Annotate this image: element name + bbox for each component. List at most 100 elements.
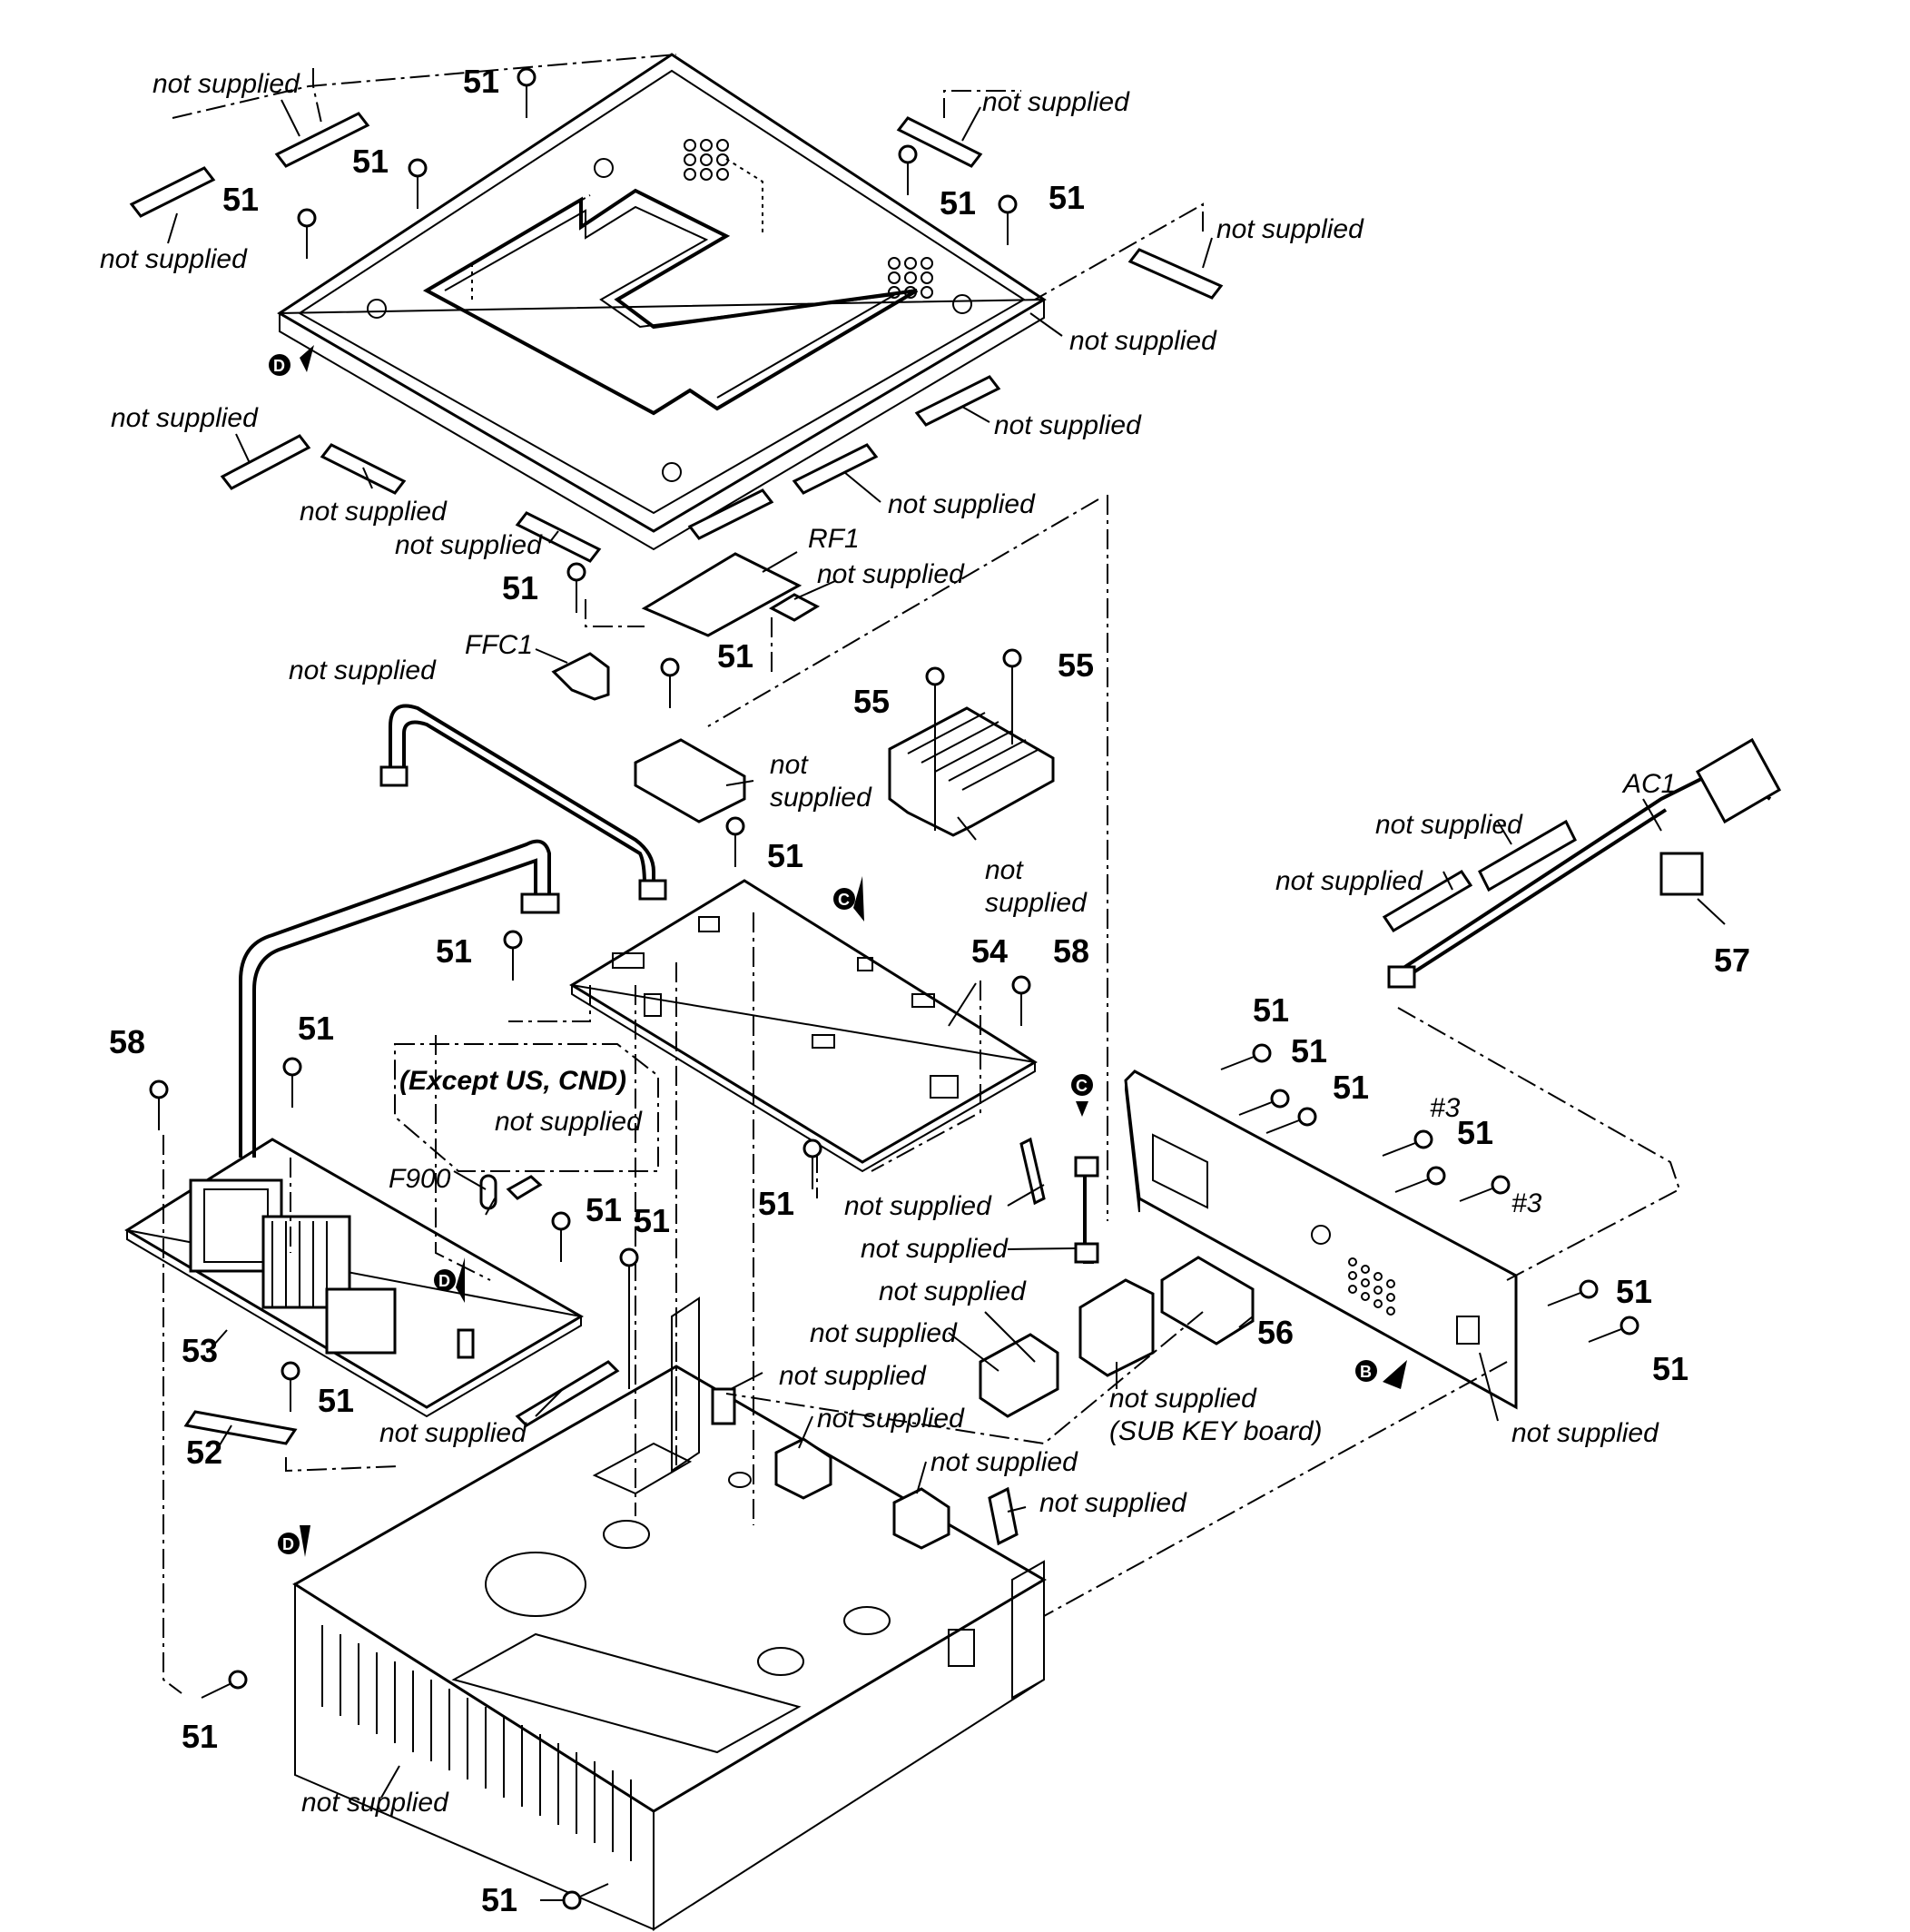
screw-icon xyxy=(282,1057,302,1108)
label-not-supplied: not supplied xyxy=(395,530,543,560)
label-not-supplied: not supplied xyxy=(930,1447,1078,1477)
label-ac1: AC1 xyxy=(1621,769,1676,799)
label-hash3: #3 xyxy=(1430,1093,1461,1123)
screw-icon xyxy=(517,67,537,118)
screw-icon xyxy=(149,1079,169,1130)
part-number: 52 xyxy=(186,1434,222,1471)
clip-2 xyxy=(774,1437,832,1500)
part-number: 51 xyxy=(481,1881,517,1918)
label-not-supplied: not supplied xyxy=(844,1191,992,1221)
sub-key-board xyxy=(1078,1278,1155,1377)
part-number: 51 xyxy=(318,1382,354,1419)
screw-icon xyxy=(1547,1279,1599,1306)
screw-icon xyxy=(1238,1089,1290,1116)
screw-icon xyxy=(998,194,1018,245)
label-sub-key-board: (SUB KEY board) xyxy=(1109,1416,1323,1446)
screw-icon xyxy=(201,1670,248,1699)
screw-icon xyxy=(1011,975,1031,1026)
screw-icon xyxy=(619,1247,639,1389)
part-number: 51 xyxy=(436,932,472,970)
rf1-board xyxy=(641,552,802,637)
part-number: 51 xyxy=(298,1010,334,1047)
label-not-supplied: not supplied xyxy=(111,403,259,433)
heatsink-55 xyxy=(888,706,1055,837)
part-number: 51 xyxy=(502,569,538,606)
small-pad xyxy=(768,593,821,622)
label-not-supplied: not supplied xyxy=(1216,214,1364,244)
ref-marker-label: C xyxy=(838,891,850,909)
part-number: 51 xyxy=(352,143,389,180)
screw-icon xyxy=(1002,648,1022,699)
part-number: 58 xyxy=(1053,932,1089,970)
label-not-supplied: not supplied xyxy=(779,1361,927,1391)
part-number: 51 xyxy=(940,184,976,222)
label-not-supplied: not supplied xyxy=(1069,326,1217,356)
clip-3 xyxy=(892,1487,950,1550)
part-number: 51 xyxy=(758,1185,794,1222)
screw-icon xyxy=(1588,1316,1639,1343)
part-number: 51 xyxy=(1616,1273,1652,1310)
label-not-supplied: not supplied xyxy=(300,497,448,527)
screw-icon xyxy=(503,930,523,981)
screw-icon xyxy=(562,1883,609,1910)
leader-lines xyxy=(167,99,1726,1901)
label-except-us-cnd: (Except US, CND) xyxy=(399,1066,626,1096)
part-number: 51 xyxy=(222,181,259,218)
label-supplied: supplied xyxy=(985,888,1088,918)
ref-marker-d-chassis: D xyxy=(278,1525,310,1557)
part-number: 51 xyxy=(717,637,753,675)
part-number: 51 xyxy=(1291,1032,1327,1070)
screw-icon xyxy=(297,208,317,259)
screw-icon xyxy=(566,562,586,613)
screw-icon xyxy=(725,816,745,867)
power-board-53 xyxy=(124,1138,584,1418)
rear-vents xyxy=(1348,1257,1395,1316)
label-not-supplied: not supplied xyxy=(379,1418,527,1448)
screw-icon xyxy=(1394,1166,1446,1193)
label-not-supplied: not supplied xyxy=(888,489,1036,519)
chassis xyxy=(292,1296,1047,1931)
except-region-box xyxy=(394,1043,659,1172)
part-number: 51 xyxy=(634,1202,670,1239)
part-number: 51 xyxy=(586,1191,622,1228)
label-not-supplied: not supplied xyxy=(289,656,437,685)
clip-1 xyxy=(979,1333,1059,1418)
screw-icon xyxy=(802,1138,822,1189)
ref-marker-d-top: D xyxy=(269,345,314,376)
ref-marker-c-cable: C xyxy=(1071,1074,1093,1117)
label-not-supplied: not supplied xyxy=(301,1788,449,1818)
ref-marker-c-main: C xyxy=(833,876,864,922)
label-not-supplied: not supplied xyxy=(1275,866,1423,896)
label-not-supplied: not supplied xyxy=(994,410,1142,440)
ref-marker-label: B xyxy=(1360,1363,1372,1381)
ffc1-connector xyxy=(551,652,610,701)
tape-strips xyxy=(129,112,1224,1546)
label-f900: F900 xyxy=(389,1164,451,1194)
rear-panel xyxy=(1124,1070,1518,1410)
label-not-supplied: not supplied xyxy=(861,1234,1009,1264)
part-number: 51 xyxy=(767,837,803,874)
part-number: 54 xyxy=(971,932,1008,970)
label-hash3: #3 xyxy=(1511,1188,1542,1218)
screws xyxy=(149,67,1639,1910)
label-rf1: RF1 xyxy=(808,524,860,554)
label-not-supplied: not supplied xyxy=(879,1276,1027,1306)
label-ffc1: FFC1 xyxy=(465,630,533,660)
ac-pad-2 xyxy=(1478,819,1577,892)
part-number: 51 xyxy=(463,63,499,100)
label-not-supplied: not supplied xyxy=(817,559,965,589)
vent-holes xyxy=(684,139,933,299)
part-number: 57 xyxy=(1714,941,1750,979)
screw-icon xyxy=(408,158,428,209)
chassis-vents xyxy=(321,1625,632,1861)
part-number: 51 xyxy=(1049,179,1085,216)
top-cover xyxy=(277,53,1047,551)
screw-icon xyxy=(1265,1107,1317,1134)
label-not: not xyxy=(770,750,809,780)
ref-marker-b: B xyxy=(1355,1360,1407,1389)
screw-icon xyxy=(898,144,918,195)
part-number: 51 xyxy=(182,1718,218,1755)
part-number: 51 xyxy=(1457,1114,1493,1151)
ref-marker-d-power: D xyxy=(434,1257,465,1303)
